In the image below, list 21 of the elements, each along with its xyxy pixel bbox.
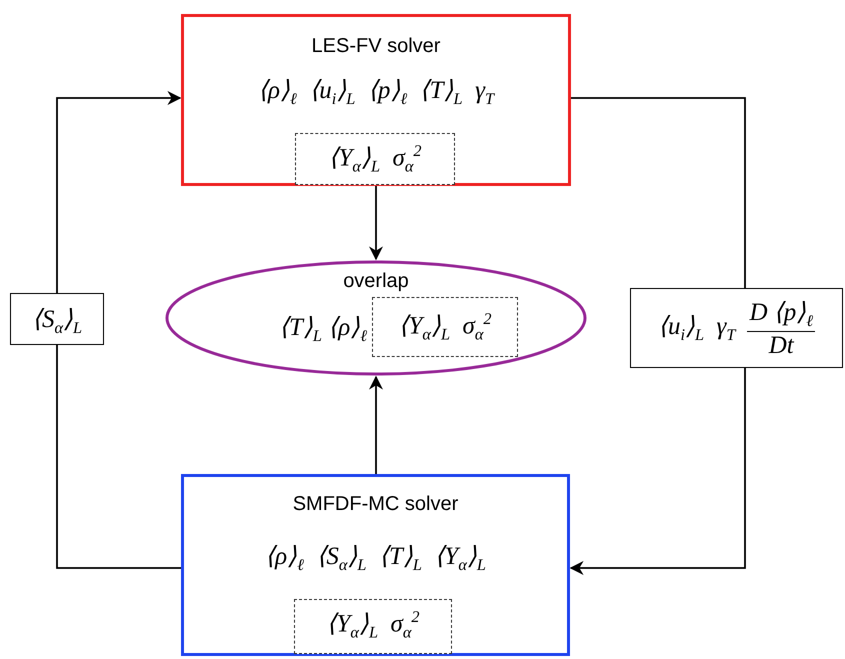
formula-text: ⟨ρ⟩$_{ℓ}$ ⟨S$_{α}$⟩$_{L}$ ⟨T⟩$_{L}$ ⟨Y$_{α}$⟩$_{L}$	[264, 542, 487, 575]
variable-group-box	[294, 599, 452, 654]
arrow	[369, 376, 383, 474]
heading-text: SMFDF-MC solver	[292, 493, 460, 516]
formula-text: ⟨u$_{i}$⟩$_{L}$ γ$_{T}$	[658, 312, 736, 345]
source-term-box	[10, 293, 104, 345]
formula-text: ⟨S$_{α}$⟩$_{L}$	[30, 305, 84, 338]
arrow	[56, 91, 182, 293]
heading-text: overlap	[342, 270, 410, 293]
overlap-ellipse	[165, 260, 587, 376]
variable-group-box	[295, 133, 455, 185]
variable-group-box	[372, 297, 518, 357]
solver-box	[181, 474, 570, 656]
fraction-formula: D ⟨p⟩$_{ℓ}$ Dt	[747, 296, 816, 360]
transfer-variables-box	[630, 288, 843, 368]
formula-text: ⟨ρ⟩$_{ℓ}$ ⟨u$_{i}$⟩$_{L}$ ⟨p⟩$_{ℓ}$ ⟨T⟩$_{L}$ γ$_{T}$	[257, 76, 496, 109]
heading-text: LES-FV solver	[310, 35, 442, 58]
solver-box	[181, 14, 571, 186]
formula-text: ⟨T⟩$_{L}$ ⟨ρ⟩$_{ℓ}$	[279, 313, 367, 346]
arrow	[570, 368, 746, 575]
arrow	[369, 186, 383, 260]
